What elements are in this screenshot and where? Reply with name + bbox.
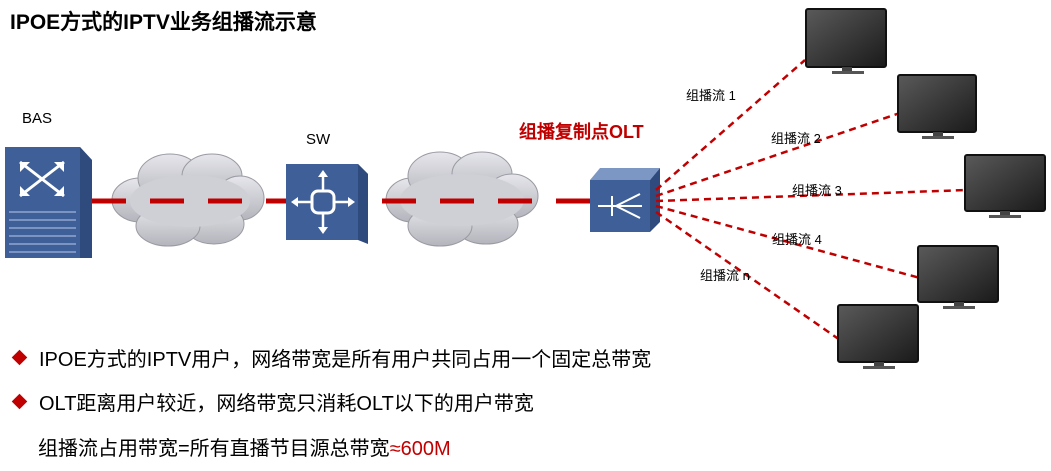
diamond-bullet-icon	[11, 393, 28, 410]
stream-label: 组播流 1	[686, 88, 736, 103]
sw-label: SW	[306, 131, 331, 148]
bas-label: BAS	[22, 110, 53, 127]
multicast-fanout	[655, 59, 968, 342]
tv-icon	[805, 8, 887, 74]
bullet-text: IPOE方式的IPTV用户，网络带宽是所有用户共同占用一个固定总带宽	[39, 349, 652, 371]
cloud-icon	[111, 153, 265, 247]
bullet-item: OLT距离用户较近，网络带宽只消耗OLT以下的用户带宽	[11, 387, 534, 416]
bas-router-icon	[5, 147, 92, 258]
stream-label: 组播流 3	[792, 183, 842, 198]
stream-label: 组播流 2	[771, 131, 821, 146]
bandwidth-note: 组播流占用带宽=所有直播节目源总带宽≈600M	[38, 432, 451, 461]
tv-icon	[897, 74, 977, 139]
tv-icon	[917, 245, 999, 309]
bandwidth-note-text: 组播流占用带宽=所有直播节目源总带宽	[38, 438, 390, 460]
tv-icon	[837, 304, 919, 369]
stream-label: 组播流 4	[772, 232, 822, 247]
olt-icon	[590, 168, 660, 232]
bullet-text: OLT距离用户较近，网络带宽只消耗OLT以下的用户带宽	[39, 393, 534, 415]
page-title: IPOE方式的IPTV业务组播流示意	[10, 11, 317, 34]
olt-label: 组播复制点OLT	[519, 122, 644, 142]
switch-icon	[286, 164, 368, 244]
tv-icon	[964, 154, 1046, 218]
bullet-item: IPOE方式的IPTV用户，网络带宽是所有用户共同占用一个固定总带宽	[11, 343, 652, 372]
stream-label: 组播流 n	[700, 268, 750, 283]
diamond-bullet-icon	[11, 349, 28, 366]
bandwidth-value: ≈600M	[389, 438, 451, 460]
